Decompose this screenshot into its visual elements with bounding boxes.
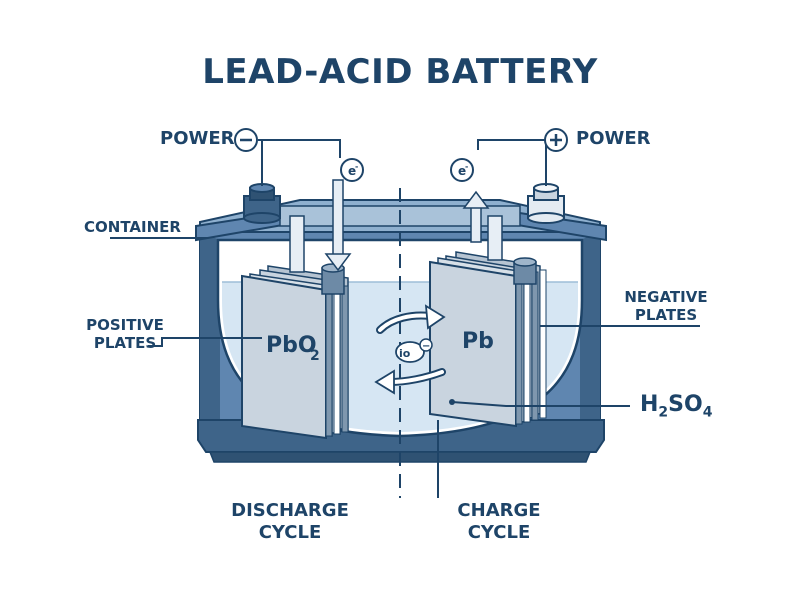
electron-up-arrow-icon bbox=[462, 190, 490, 243]
svg-text:-: - bbox=[465, 162, 468, 171]
pbo2-subscript: 2 bbox=[310, 348, 320, 364]
negative-plates-label: NEGATIVE PLATES bbox=[624, 288, 708, 324]
container-label: CONTAINER bbox=[84, 218, 181, 236]
positive-wire-to-electron bbox=[477, 139, 546, 150]
minus-terminal-icon bbox=[234, 128, 258, 152]
positive-terminal bbox=[527, 183, 565, 224]
svg-text:e: e bbox=[348, 164, 356, 178]
negative-plate-stack bbox=[429, 215, 547, 428]
h2so4-formula: H2SO4 bbox=[640, 392, 713, 421]
electron-bubble-right: e - bbox=[450, 158, 474, 182]
charge-arrow-icon bbox=[374, 368, 446, 395]
charge-cycle-label: CHARGE CYCLE bbox=[457, 500, 541, 543]
negative-wire-to-electron bbox=[258, 139, 341, 158]
pbo2-label: PbO bbox=[266, 333, 317, 358]
svg-text:-: - bbox=[355, 162, 358, 171]
negative-wire bbox=[258, 139, 263, 186]
svg-text:io: io bbox=[399, 347, 411, 360]
svg-text:e: e bbox=[458, 164, 466, 178]
pb-label: Pb bbox=[462, 329, 494, 354]
discharge-cycle-label: DISCHARGE CYCLE bbox=[231, 500, 349, 543]
electron-down-arrow-icon bbox=[324, 179, 352, 272]
discharge-arrow-icon bbox=[376, 304, 446, 334]
negative-terminal bbox=[243, 183, 281, 224]
electron-bubble-left: e - bbox=[340, 158, 364, 182]
svg-text:−: − bbox=[422, 341, 430, 352]
power-negative-label: POWER bbox=[160, 128, 235, 149]
power-positive-label: POWER bbox=[576, 128, 651, 149]
plus-terminal-icon bbox=[544, 128, 568, 152]
diagram-title: LEAD-ACID BATTERY bbox=[202, 52, 598, 92]
positive-plates-leader bbox=[148, 337, 262, 347]
ion-bubble: io − bbox=[395, 338, 433, 363]
h2so4-leader bbox=[451, 401, 630, 407]
positive-plates-label: POSITIVE PLATES bbox=[86, 316, 164, 352]
positive-plate-stack bbox=[241, 215, 349, 440]
